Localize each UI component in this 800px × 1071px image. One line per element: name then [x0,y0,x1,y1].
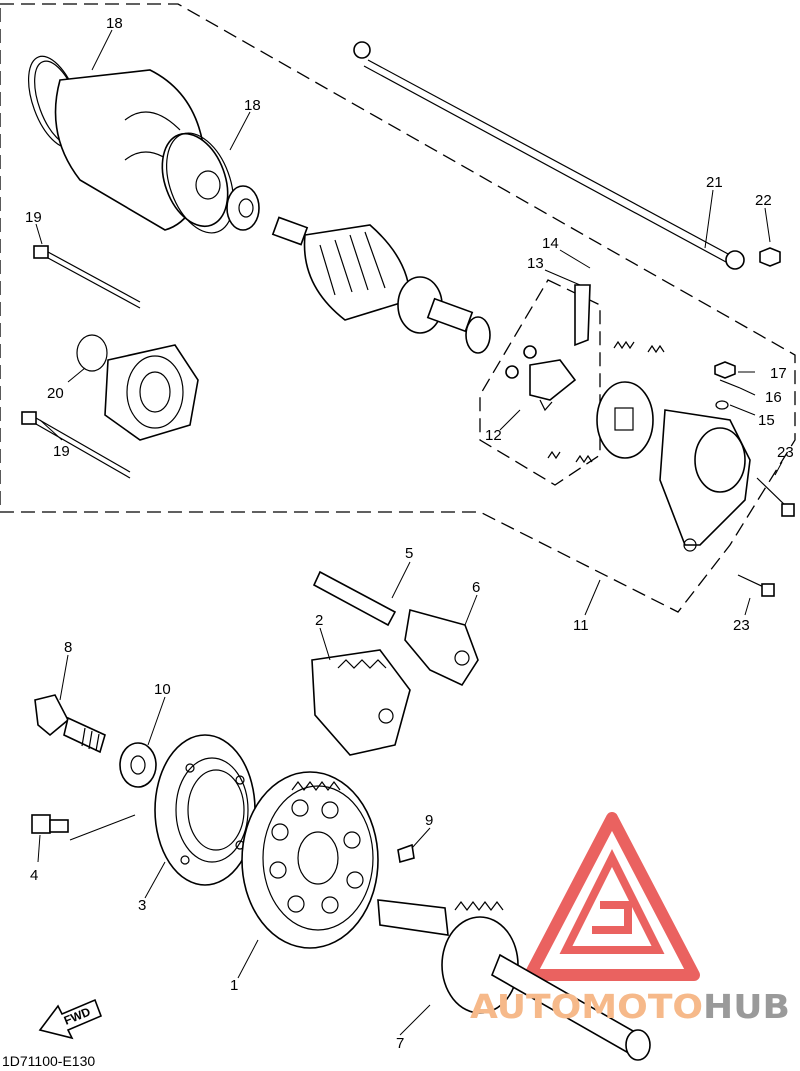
callout-15: 15 [758,412,775,429]
watermark-prefix: AUTO [470,987,581,1026]
callout-labels: 18 18 19 19 20 21 22 14 13 12 17 16 15 2… [25,15,794,1052]
key-9 [397,843,415,864]
shaft-5 [312,570,397,627]
callout-16: 16 [765,389,782,406]
bolt-8 [34,694,106,754]
drawing-code: 1D71100-E130 [2,1053,95,1069]
callout-1: 1 [230,977,238,994]
yoke-housing [54,69,229,231]
callout-10: 10 [154,681,171,698]
callout-19-upper: 19 [25,209,42,226]
callout-3: 3 [138,897,146,914]
callout-23-upper: 23 [777,444,794,461]
callout-2: 2 [315,612,323,629]
callout-13: 13 [527,255,544,272]
long-bolt-19-upper [33,245,141,309]
brush-plate [596,381,654,459]
brush-holder-boundary [479,279,601,486]
shaft-7 [377,899,651,1061]
callout-7: 7 [396,1035,404,1052]
small-hardware-15-17 [714,361,741,410]
callout-23-lower: 23 [733,617,750,634]
callout-22: 22 [755,192,772,209]
callout-6: 6 [472,579,480,596]
brush-set [505,284,591,412]
nut-22 [759,247,781,267]
idler-gear-2 [311,649,411,756]
washer-10 [119,742,157,788]
bolt-4 [31,814,69,834]
starter-wheel-gear-1 [241,771,379,949]
callout-14: 14 [542,235,559,252]
starter-assembly-boundary [0,3,796,613]
starter-clutch-3 [154,734,256,886]
o-ring-20 [76,334,108,372]
needle-bearing [465,316,491,354]
screw-23-lower [737,574,775,597]
callout-21: 21 [706,174,723,191]
callout-8: 8 [64,639,72,656]
o-ring-18-lower [166,132,234,234]
callout-11: 11 [573,617,589,634]
callout-17: 17 [770,365,787,382]
fwd-arrow-icon: FWD [38,998,103,1040]
callout-18-lower: 18 [244,97,261,114]
screw-23-upper [756,477,795,517]
callout-4: 4 [30,867,38,884]
watermark-middle: MOTO [581,987,703,1026]
callout-18-upper: 18 [106,15,123,32]
watermark-logo [524,812,700,981]
callout-19-lower: 19 [53,443,70,460]
bearing [226,185,260,231]
springs [547,340,665,464]
long-bolt-19-lower [21,411,131,479]
rear-cover [659,409,751,552]
callout-5: 5 [405,545,413,562]
callout-20: 20 [47,385,64,402]
armature [271,216,474,334]
watermark-suffix: HUB [703,987,790,1026]
front-cover [104,344,199,441]
callout-12: 12 [485,427,502,444]
callout-9: 9 [425,812,433,829]
leader-lines [35,29,783,1036]
lead-wire-21 [353,41,745,270]
idler-gear-6 [404,608,479,687]
